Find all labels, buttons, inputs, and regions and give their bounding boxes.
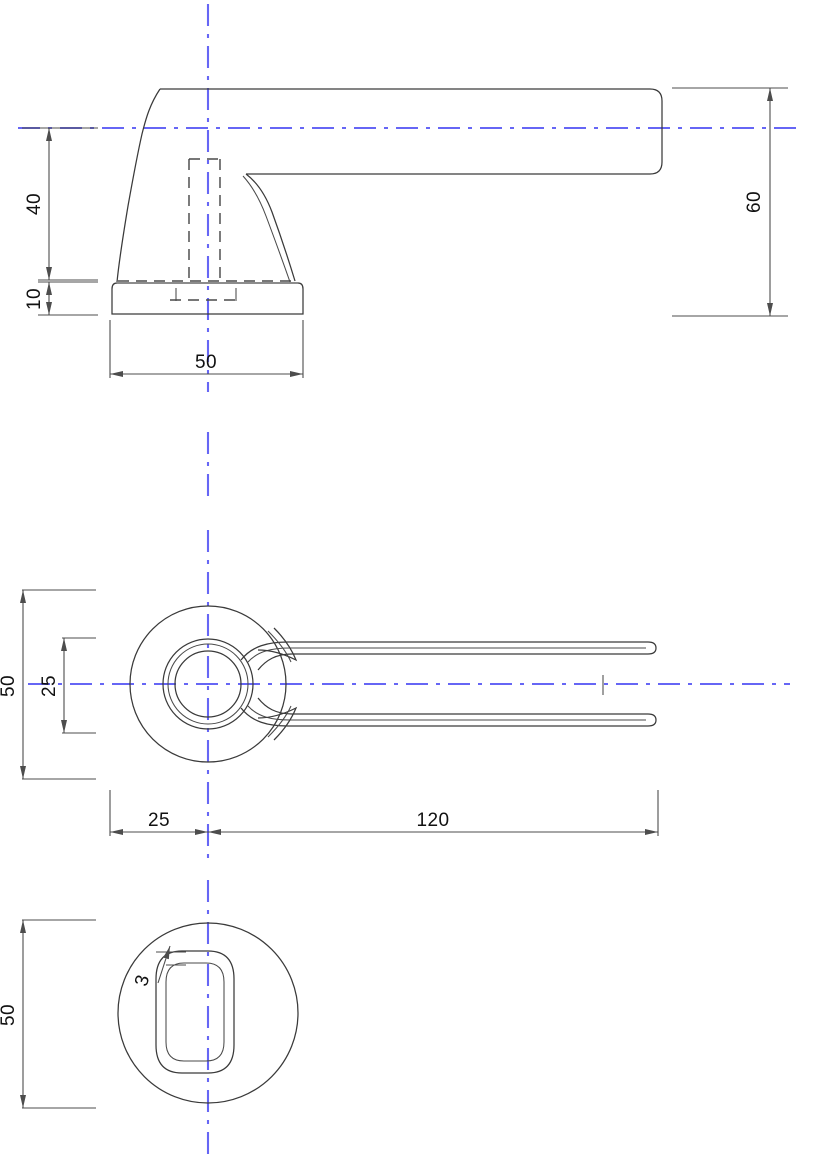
hidden-spindle-lines xyxy=(118,158,298,301)
keyhole-inner-oval xyxy=(165,962,225,1062)
rose-plate-outline xyxy=(111,282,304,315)
dim-3-label: 3 xyxy=(131,973,154,989)
dim-50-esc-label: 50 xyxy=(0,1004,19,1026)
dim-3-line xyxy=(157,945,171,984)
lever-neck-left-profile xyxy=(116,88,161,283)
rose-fillet-lower xyxy=(257,706,298,741)
spindle-boss-inner-circle xyxy=(174,650,242,718)
dim-50-plan-label: 50 xyxy=(0,675,19,697)
lever-bar-top-profile xyxy=(160,88,663,175)
plan-view: 50 25 25 120 xyxy=(0,589,659,836)
dim-plan-below-group: 25 120 xyxy=(109,790,659,836)
dim-10-label: 10 xyxy=(24,288,45,310)
dim-25-below-label: 25 xyxy=(148,810,170,831)
keyhole-outer-oval xyxy=(155,950,235,1074)
dim-50-plan-group: 50 xyxy=(0,589,96,780)
dim-25-plan-group: 25 xyxy=(39,637,96,734)
dim-10-group: 10 xyxy=(24,281,98,316)
rose-fillet-upper xyxy=(257,627,298,662)
dim-25-plan-label: 25 xyxy=(39,675,60,697)
spindle-boss-outer-circle xyxy=(162,638,254,730)
escutcheon-view: 50 3 xyxy=(0,919,299,1109)
lever-arm-top-inner-edge xyxy=(247,647,646,663)
spindle-boss-mid-circle xyxy=(167,643,249,725)
dim-40-group: 40 xyxy=(22,127,98,281)
dim-40-label: 40 xyxy=(24,193,45,215)
lever-neck-right-inner-profile xyxy=(242,175,291,283)
dim-50-elev-group: 50 xyxy=(109,320,304,378)
dim-3-esc-group: 3 xyxy=(131,945,186,989)
rose-fillet-upper-inner xyxy=(267,630,292,663)
dim-60-label: 60 xyxy=(744,191,765,213)
dim-120-below-label: 120 xyxy=(417,810,450,831)
lever-neck-right-profile xyxy=(245,173,296,282)
dim-50-label: 50 xyxy=(195,352,217,373)
rose-outer-circle xyxy=(129,605,287,763)
dim-50-esc-group: 50 xyxy=(0,919,96,1109)
front-elevation-view: 40 10 50 60 xyxy=(22,87,788,378)
centerline-group xyxy=(18,4,800,1160)
escutcheon-outer-circle xyxy=(117,922,299,1104)
lever-arm-bottom-outer-edge xyxy=(240,697,657,727)
rose-fillet-lower-inner xyxy=(267,705,292,738)
lever-arm-bottom-inner-edge xyxy=(247,705,646,721)
lever-arm-top-outer-edge xyxy=(240,641,657,671)
dim-60-group: 60 xyxy=(672,87,788,317)
